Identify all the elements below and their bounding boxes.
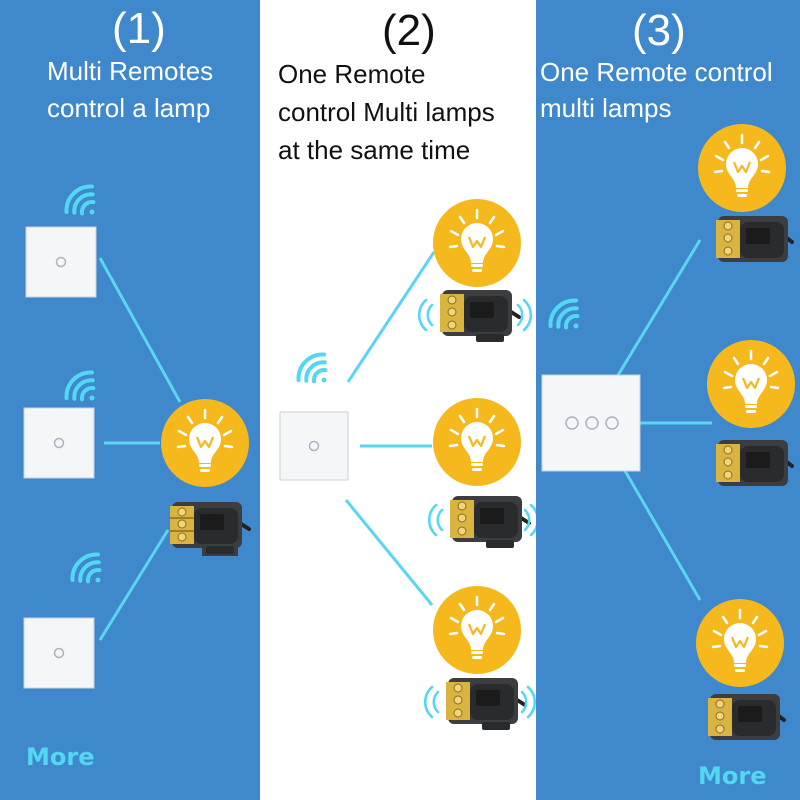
panel-2-diagram (279, 199, 536, 730)
relay-receiver (716, 216, 794, 262)
signal-waves-icon (417, 298, 533, 332)
panel-1-diagram (23, 184, 251, 689)
relay-receiver (170, 502, 251, 556)
relay-receiver (440, 290, 521, 342)
light-bulb-icon (707, 340, 795, 428)
wall-switch (25, 226, 97, 298)
light-bulb-icon (698, 124, 786, 212)
wifi-signal-icon (70, 552, 102, 584)
panel-number: (1) (112, 4, 166, 53)
relay-receiver (716, 440, 794, 486)
wall-switch (23, 407, 95, 479)
wifi-signal-icon (296, 352, 328, 384)
signal-waves-icon (423, 685, 536, 719)
light-bulb-icon (161, 399, 249, 487)
wifi-signal-icon (64, 370, 96, 402)
light-bulb-icon (696, 599, 784, 687)
signal-waves-icon (427, 503, 536, 537)
panel-title-line: One Remote control (540, 57, 773, 87)
connection-lines (344, 251, 436, 606)
panel-multi-remotes-one-lamp: (1) Multi Remotes control a lamp (0, 0, 260, 800)
panel-one-remote-multi-lamps: (2) One Remote control Multi lamps at th… (260, 0, 536, 800)
connection-lines (98, 257, 182, 641)
relay-receiver (446, 678, 527, 730)
panel-title-line: multi lamps (540, 93, 672, 123)
relay-receiver (708, 694, 786, 740)
wall-switch (279, 411, 349, 481)
panel-title-line: One Remote (278, 59, 426, 89)
wifi-signal-icon (548, 298, 580, 330)
more-label[interactable]: More (26, 743, 95, 771)
panel-title-line: control a lamp (47, 93, 211, 123)
panel-one-remote-control-multi-lamps: (3) One Remote control multi lamps (536, 0, 800, 800)
relay-receiver (450, 496, 531, 548)
light-bulb-icon (433, 586, 521, 674)
panel-title-line: at the same time (278, 135, 471, 165)
panel-number: (3) (632, 6, 686, 55)
three-gang-wall-switch (541, 374, 641, 472)
more-label[interactable]: More (698, 762, 767, 790)
light-bulb-icon (433, 199, 521, 287)
light-bulb-icon (433, 398, 521, 486)
panel-title-line: Multi Remotes (47, 56, 214, 86)
wifi-signal-icon (64, 184, 96, 216)
panel-3-diagram (541, 124, 795, 740)
wall-switch (23, 617, 95, 689)
panel-number: (2) (382, 6, 436, 55)
panel-title-line: control Multi lamps (278, 97, 495, 127)
